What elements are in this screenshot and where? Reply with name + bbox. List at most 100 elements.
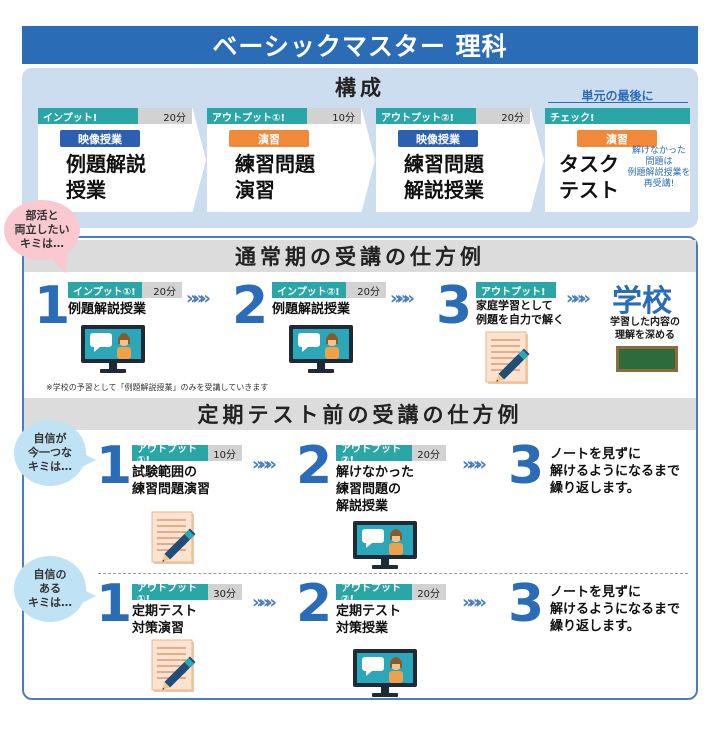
step-time: 30分 xyxy=(208,584,242,600)
step-tag: アウトプット①! xyxy=(132,444,208,466)
step-title-line1: 例題解説 xyxy=(66,152,146,176)
double-chevron-arrow-icon: »»» xyxy=(252,454,277,475)
speech-bubble-test-1: 自信が今一つなキミは… xyxy=(14,420,86,486)
step-time: 20分 xyxy=(476,108,530,124)
lesson-type-badge: 映像授業 xyxy=(398,130,478,147)
regular-step-3-text: 家庭学習として例題を自力で解く xyxy=(476,299,564,327)
text-line: 解説授業 xyxy=(336,499,389,514)
bubble-line: キミは… xyxy=(28,460,72,473)
bubble-tail xyxy=(80,452,96,468)
worksheet-pen-icon xyxy=(150,510,204,572)
bubble-line: 自信が xyxy=(33,432,67,445)
step-time: 20分 xyxy=(346,282,386,298)
step-title-line2: 解説授業 xyxy=(404,178,484,202)
school-sub-text: 学習した内容の理解を深める xyxy=(604,316,686,342)
step-number: 3 xyxy=(508,574,545,634)
text-line: 対策授業 xyxy=(336,621,389,636)
text-line: 解けなかった xyxy=(336,465,415,480)
test2-step-1-text: 定期テスト対策演習 xyxy=(132,603,197,637)
test1-step-2-tag: アウトプット②!20分 xyxy=(336,444,446,466)
retake-note-line: 例題解説授業を xyxy=(627,168,691,178)
double-chevron-arrow-icon: »»» xyxy=(252,592,277,613)
step-time: 10分 xyxy=(208,445,242,461)
row-divider xyxy=(98,573,688,574)
text-line: 解けるようになるまで xyxy=(550,602,681,617)
text-line: 繰り返します。 xyxy=(550,619,640,634)
test1-step-3-text: ノートを見ずに解けるようになるまで繰り返します。 xyxy=(550,446,680,497)
monitor-teacher-icon xyxy=(352,648,418,704)
test2-step-2-text: 定期テスト対策授業 xyxy=(336,603,401,637)
text-line: 練習問題演習 xyxy=(132,482,211,497)
step-title-line1: 練習問題 xyxy=(235,152,315,176)
regular-heading: 通常期の受講の仕方例 xyxy=(24,240,696,272)
step-time: 20分 xyxy=(412,445,446,461)
step-title-line1: タスク xyxy=(559,152,619,176)
lesson-type-badge: 演習 xyxy=(229,130,309,147)
regular-step-2-text: 例題解説授業 xyxy=(272,302,351,317)
bubble-line: 今一つな xyxy=(28,446,72,459)
double-chevron-arrow-icon: »»» xyxy=(462,592,487,613)
step-number: 3 xyxy=(436,276,473,336)
bubble-line: キミは… xyxy=(20,237,64,250)
test1-step-1-text: 試験範囲の練習問題演習 xyxy=(132,464,210,498)
bubble-line: 自信の xyxy=(33,568,67,581)
retake-note-line: 解けなかった xyxy=(631,146,686,156)
unit-end-rule xyxy=(548,102,688,103)
regular-step-1-text: 例題解説授業 xyxy=(68,302,147,317)
step-title-line1: 練習問題 xyxy=(404,152,484,176)
test2-step-1-tag: アウトプット①!30分 xyxy=(132,583,242,605)
structure-step-3: アウトプット②!20分 映像授業 練習問題 解説授業 xyxy=(376,108,544,212)
worksheet-pen-icon xyxy=(150,638,204,700)
test2-step-3-text: ノートを見ずに解けるようになるまで繰り返します。 xyxy=(550,584,680,635)
structure-step-2: アウトプット①!10分 演習 練習問題 演習 xyxy=(207,108,375,212)
step-title-line2: 演習 xyxy=(235,178,275,202)
page-title: ベーシックマスター 理科 xyxy=(22,26,698,64)
retake-note-line: 問題は xyxy=(645,157,673,167)
chalkboard-icon xyxy=(616,346,678,372)
text-line: 試験範囲の xyxy=(132,465,198,480)
bubble-tail xyxy=(80,588,96,604)
step-tag: チェック! xyxy=(545,108,690,124)
test2-step-2-tag: アウトプット②!20分 xyxy=(336,583,446,605)
footnote: ※学校の予習として「例題解説授業」のみを受講していきます xyxy=(46,383,269,392)
text-line: 対策演習 xyxy=(132,621,185,636)
regular-step-2-tag: インプット②!20分 xyxy=(272,282,386,298)
retake-note: 解けなかった 問題は 例題解説授業を 再受講! xyxy=(626,146,692,190)
step-tag: インプット! xyxy=(38,108,138,124)
step-tag: アウトプット①! xyxy=(132,583,208,605)
regular-step-3-tag: アウトプット! xyxy=(476,282,556,298)
test1-step-1-tag: アウトプット①!10分 xyxy=(132,444,242,466)
step-number: 3 xyxy=(508,436,545,496)
structure-heading: 構成 xyxy=(335,76,385,100)
step-number: 1 xyxy=(96,574,133,634)
text-line: 定期テスト xyxy=(336,604,402,619)
step-title-line2: テスト xyxy=(559,178,619,202)
step-tag: アウトプット①! xyxy=(207,108,307,124)
monitor-teacher-icon xyxy=(352,520,418,576)
double-chevron-arrow-icon: »»» xyxy=(566,288,591,309)
double-chevron-arrow-icon: »»» xyxy=(390,288,415,309)
double-chevron-arrow-icon: »»» xyxy=(186,288,211,309)
step-time: 20分 xyxy=(142,282,182,298)
double-chevron-arrow-icon: »»» xyxy=(462,454,487,475)
step-tag: アウトプット②! xyxy=(336,583,412,605)
step-number: 1 xyxy=(34,276,71,336)
text-line: ノートを見ずに xyxy=(550,447,642,462)
text-line: 定期テスト xyxy=(132,604,198,619)
speech-bubble-regular: 部活と両立したいキミは… xyxy=(4,200,80,260)
text-line: 理解を深める xyxy=(615,330,675,341)
text-line: 学習した内容の xyxy=(610,317,680,328)
step-number: 1 xyxy=(96,436,133,496)
step-number: 2 xyxy=(296,436,333,496)
text-line: 家庭学習として xyxy=(476,299,553,312)
step-title-line2: 授業 xyxy=(66,178,106,202)
step-tag: アウトプット②! xyxy=(376,108,476,124)
unit-end-label: 単元の最後に xyxy=(581,89,654,103)
bubble-line: キミは… xyxy=(28,596,72,609)
regular-step-1-tag: インプット①!20分 xyxy=(68,282,182,298)
text-line: ノートを見ずに xyxy=(550,585,642,600)
test-heading: 定期テスト前の受講の仕方例 xyxy=(24,398,696,430)
test1-step-2-text: 解けなかった練習問題の解説授業 xyxy=(336,464,414,515)
step-time: 20分 xyxy=(138,108,192,124)
text-line: 練習問題の xyxy=(336,482,402,497)
